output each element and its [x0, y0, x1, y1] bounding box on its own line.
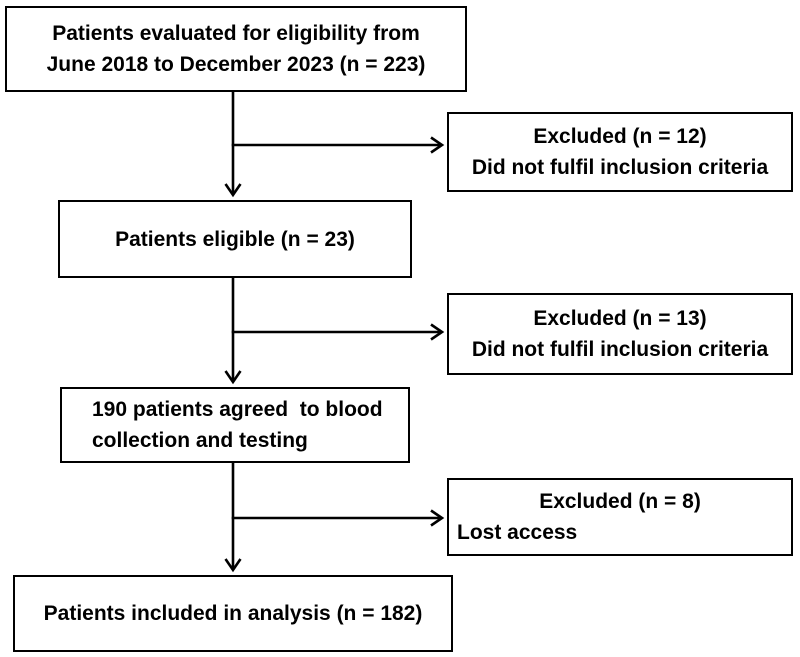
included-text: Patients included in analysis (n = 182) [43, 602, 423, 625]
excluded1-reason: Did not fulfil inclusion criteria [471, 156, 769, 179]
box-patients-eligible: Patients eligible (n = 23) [58, 200, 412, 278]
evaluated-text-line1: Patients evaluated for eligibility from [52, 22, 420, 45]
eligible-text: Patients eligible (n = 23) [115, 227, 355, 251]
excluded1-title: Excluded (n = 12) [533, 125, 707, 148]
box-excluded-lost-access: Excluded (n = 8) Lost access [447, 478, 793, 556]
excluded2-title: Excluded (n = 13) [533, 307, 707, 330]
box-excluded-did-not-fulfil-1: Excluded (n = 12) Did not fulfil inclusi… [447, 112, 793, 192]
agreed-text-line2: collection and testing [92, 429, 308, 452]
evaluated-text-line2: June 2018 to December 2023 (n = 223) [46, 53, 426, 76]
box-patients-included-analysis: Patients included in analysis (n = 182) [13, 575, 453, 652]
excluded3-reason: Lost access [457, 521, 578, 544]
agreed-text-line1: 190 patients agreed to blood [92, 398, 383, 421]
box-patients-agreed-blood-collection: 190 patients agreed to blood collection … [60, 387, 410, 463]
excluded2-reason: Did not fulfil inclusion criteria [471, 338, 769, 361]
box-patients-evaluated: Patients evaluated for eligibility from … [5, 6, 467, 92]
excluded3-title: Excluded (n = 8) [539, 490, 701, 513]
box-excluded-did-not-fulfil-2: Excluded (n = 13) Did not fulfil inclusi… [447, 293, 793, 375]
